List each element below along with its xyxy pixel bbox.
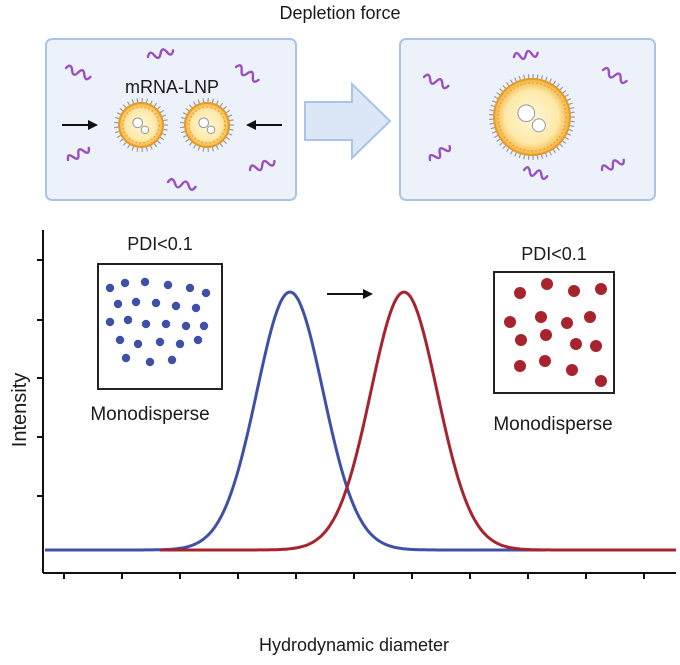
right-panel [399, 38, 656, 201]
polymer-icon [422, 49, 628, 181]
title: Depletion force [279, 3, 400, 23]
shift-arrow-icon [327, 289, 373, 299]
x-axis-label: Hydrodynamic diameter [259, 635, 449, 655]
arrow-right-icon [62, 120, 98, 130]
right-pdi-label: PDI<0.1 [521, 244, 587, 264]
lnp-particle-icon [114, 98, 168, 152]
plot-axes [37, 230, 676, 579]
big-arrow-icon [304, 81, 392, 161]
red-distribution-curve [160, 290, 676, 552]
left-panel: mRNA-LNP [45, 38, 297, 201]
polymer-icon [64, 48, 276, 191]
left-pdi-label: PDI<0.1 [127, 234, 193, 254]
lnp-particle-icon [489, 73, 575, 161]
x-ticks [63, 573, 645, 579]
right-inset: PDI<0.1 Monodisperse [493, 244, 615, 435]
left-inset: PDI<0.1 Monodisperse [90, 234, 223, 425]
y-ticks [37, 259, 43, 497]
red-particles [504, 278, 607, 387]
mrna-lnp-label: mRNA-LNP [125, 77, 219, 97]
lnp-particle-icon [180, 98, 234, 152]
arrow-left-icon [246, 120, 282, 130]
y-axis-label: Intensity [9, 373, 31, 447]
blue-distribution-curve [45, 290, 545, 552]
right-monodisperse-label: Monodisperse [493, 414, 612, 435]
blue-particles [105, 277, 211, 367]
left-monodisperse-label: Monodisperse [90, 404, 209, 425]
